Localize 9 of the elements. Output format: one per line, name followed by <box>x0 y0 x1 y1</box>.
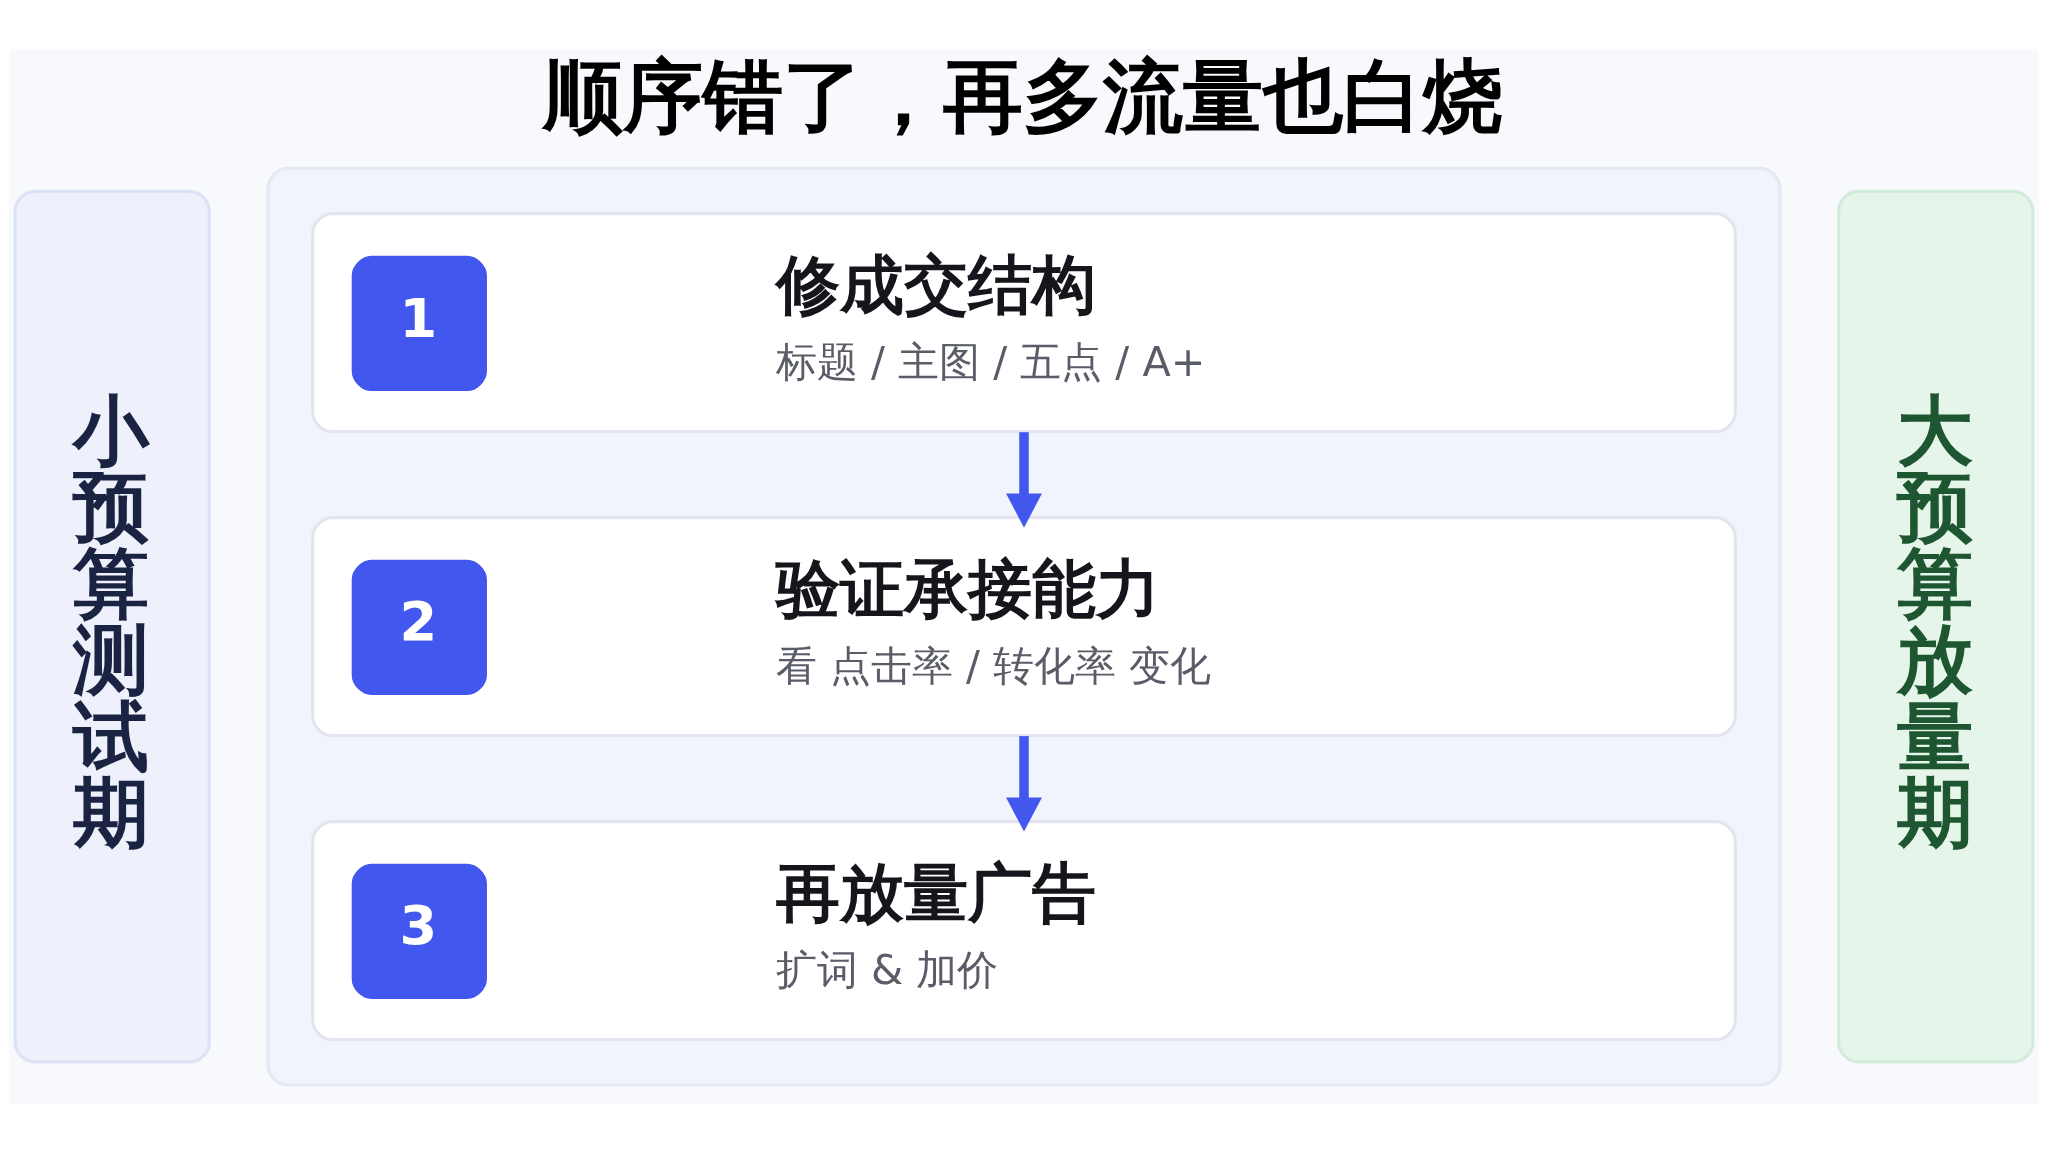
node-box: 小预算测试期 <box>13 189 211 1063</box>
node-box: 3 再放量广告 扩词 & 加价 <box>311 819 1737 1041</box>
arrow <box>1006 735 1042 832</box>
node-box: 大预算放量期 <box>1837 189 2035 1063</box>
node-box: 1 修成交结构 标题 / 主图 / 五点 / A+ <box>311 211 1737 433</box>
diagram-title: 顺序错了，再多流量也白烧 <box>543 49 1504 143</box>
cluster <box>266 166 1782 1086</box>
node-box: 2 验证承接能力 看 点击率 / 转化率 变化 <box>311 515 1737 737</box>
arrow <box>1006 431 1042 528</box>
